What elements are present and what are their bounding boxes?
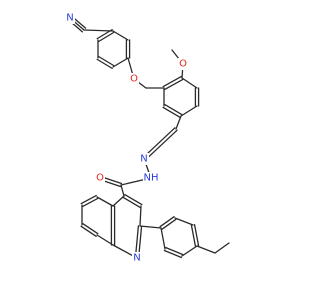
bond-q8-q8a (96, 234, 114, 246)
atom-o-carbonyl-label: O (96, 173, 104, 184)
atom-n-hydrazone: N (139, 153, 149, 165)
bond-p4-et1 (196, 245, 216, 254)
bond-p3-p4 (193, 224, 200, 247)
atom-n-nitrile-label: N (66, 13, 73, 24)
bond-q4-q3 (122, 196, 141, 209)
bond-lines (67, 15, 230, 259)
atom-o-carbonyl: O (95, 172, 105, 184)
bond-p4-p5 (181, 245, 198, 257)
bond-p3-p4 (190, 224, 197, 247)
bond-p1-p2 (161, 218, 177, 230)
atom-n-quinoline: N (132, 252, 142, 264)
atom-n-quinoline-label: N (133, 253, 140, 264)
bond-q7-q8 (82, 223, 99, 235)
bond-b2-b3 (181, 77, 198, 89)
atom-n-hydrazone-label: N (140, 154, 147, 165)
bond-b5-b6 (162, 106, 181, 119)
bond-ch-nhz (142, 127, 176, 159)
bond-ch-nhz (144, 129, 178, 161)
bond-cc-q4 (120, 184, 125, 197)
bond-b1-b2 (162, 75, 182, 88)
bond-q4-q3 (124, 193, 143, 206)
bond-et1-et2 (214, 242, 230, 254)
atom-o-ether: O (129, 73, 139, 85)
bond-q4a-q4 (112, 195, 125, 207)
bond-a2-a3 (98, 55, 115, 67)
bond-b5-b6 (164, 103, 183, 116)
bond-a5-a6 (112, 30, 129, 41)
atom-o-methoxy: O (178, 58, 188, 70)
atom-o-ether-label: O (130, 74, 138, 85)
bond-p6-p1 (160, 227, 166, 250)
atom-nh-hydrazide: NH (143, 172, 159, 184)
bond-p2-p3 (174, 217, 194, 226)
atom-n-nitrile: N (65, 12, 75, 24)
bond-q5-q6 (80, 194, 97, 205)
atom-labels: N O O N NH O N (65, 12, 188, 264)
bond-q5-q6 (82, 197, 99, 208)
molecule-structure: N O O N NH O N (65, 12, 230, 264)
bond-p1-p2 (159, 216, 175, 228)
bond-q3-q2 (139, 205, 142, 227)
bond-a6-a1 (98, 31, 115, 43)
bond-b1-b2 (164, 78, 184, 91)
bond-b5-ch (175, 115, 182, 130)
bond-a3-a4 (112, 57, 129, 68)
bond-p5-p6 (164, 246, 184, 256)
bond-b4-b5 (180, 105, 198, 117)
atom-o-methoxy-label: O (179, 59, 187, 70)
bond-q2-p1 (139, 225, 162, 229)
atom-nh-hydrazide-label: NH (144, 173, 159, 184)
bond-cnC-a6 (83, 29, 114, 32)
bond-p5-p6 (163, 249, 183, 259)
bond-a6-a1 (96, 28, 113, 40)
bond-q4a-q5 (96, 196, 114, 207)
bond-a2-a3 (96, 58, 113, 70)
bond-q7-q8 (80, 225, 97, 237)
